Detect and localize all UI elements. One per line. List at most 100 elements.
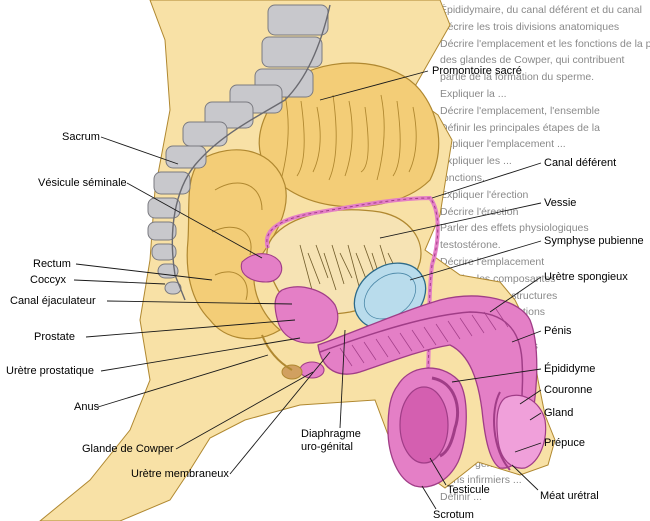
leader-line-couronne [519, 389, 542, 405]
intestine-fold [344, 100, 353, 177]
vertebra-segment [147, 197, 181, 219]
background-text-line: Décrire l'emplacement [440, 256, 545, 268]
background-text-line: fonctions. [440, 172, 485, 184]
intestine-fold [280, 94, 289, 181]
penis-texture [411, 329, 425, 349]
background-text-line: partie de la formation du sperme. [440, 71, 595, 84]
pubic-symphysis-inner [363, 272, 417, 320]
bladder-texture [347, 244, 361, 291]
vertebra-segment [261, 36, 323, 68]
penis-texture [459, 317, 473, 337]
penis-texture [351, 344, 365, 364]
leader-line-meat-uretral [511, 464, 539, 491]
background-text-line: Expliquer les ... [440, 155, 512, 168]
label-gland: Gland [544, 407, 573, 419]
label-uretre-prostatique: Urètre prostatique [6, 365, 94, 377]
intestine-fold [360, 106, 369, 173]
leader-line-sacrum [100, 136, 179, 165]
leader-line-symphyse-pubienne [409, 240, 542, 281]
vas-deferens-detail [266, 197, 439, 371]
anal-canal [261, 334, 293, 371]
background-text-line: Expliquer l'érection [440, 188, 529, 201]
penis-texture [375, 338, 389, 358]
label-epididyme: Épididyme [544, 362, 595, 375]
background-text-line: Décrire l'emplacement et les fonctions d… [440, 37, 650, 50]
penis-texture [399, 332, 413, 352]
epididymis [431, 376, 460, 458]
leader-line-coccyx [73, 279, 166, 285]
penis-texture [483, 311, 497, 331]
vertebra-segment [151, 243, 177, 261]
leader-line-prostate [85, 319, 296, 338]
background-text-line: Définir ... [440, 491, 483, 504]
label-uretre-membraneux: Urètre membraneux [131, 468, 229, 480]
leader-line-gland [529, 412, 542, 421]
vertebra-segment [165, 145, 207, 169]
label-penis: Pénis [544, 325, 572, 337]
leader-line-uretre-spongieux [489, 276, 542, 313]
label-vessie: Vessie [544, 197, 576, 209]
vertebra-segment [164, 281, 182, 295]
intestine-fold [296, 100, 305, 177]
label-testicule: Testicule [447, 484, 490, 496]
penis-texture [435, 323, 449, 343]
leader-line-testicule [429, 457, 447, 486]
label-couronne: Couronne [544, 384, 592, 396]
penis-texture [423, 326, 437, 346]
label-rectum: Rectum [33, 258, 71, 270]
leader-line-prepuce [514, 442, 542, 453]
bladder-texture [315, 244, 329, 279]
sacral-curve-outline [171, 4, 331, 301]
leader-line-penis [511, 330, 542, 343]
label-diaphragme: Diaphragme [301, 428, 361, 440]
glans [496, 394, 547, 469]
label-leader-lines [73, 70, 542, 510]
background-text-line: Décrire l'érection [440, 205, 519, 218]
leader-line-vessie [379, 202, 542, 239]
rectum-folds [211, 182, 263, 301]
vertebra-segment [267, 4, 329, 36]
background-text-line: Épididymaire, du canal déférent et du ca… [440, 4, 642, 16]
label-anus: Anus [74, 401, 100, 413]
label-canal-deferent: Canal déférent [544, 157, 616, 169]
testicle [399, 386, 449, 464]
intestine-fold [312, 106, 321, 173]
leader-line-diaphragme [339, 329, 346, 429]
background-text-line: Définir les principales étapes de la [440, 121, 600, 134]
label-glande-de-cowper: Glande de Cowper [82, 443, 174, 455]
vertebra-segment [147, 221, 177, 241]
leader-line-epididyme [451, 368, 542, 383]
background-text-line: Parler des effets physiologiques [440, 222, 589, 235]
leader-line-glande-de-cowper [175, 371, 314, 450]
prepuce-fold [493, 391, 511, 471]
background-text-line: soins infirmiers ... [440, 474, 522, 487]
bladder-texture [323, 252, 337, 291]
leader-line-uretre-membraneux [229, 351, 331, 475]
penis-texture [363, 341, 377, 361]
prostate-gland [274, 286, 339, 344]
label-promontoire-sacre: Promontoire sacré [432, 65, 522, 77]
label-prostate: Prostate [34, 331, 75, 343]
penis-texture [471, 314, 485, 334]
background-text-line: testostérone. [440, 239, 501, 252]
penis-texture [495, 308, 509, 328]
label-diaphragme-line2: uro-génital [301, 441, 353, 453]
leader-line-uretre-prostatique [100, 337, 301, 372]
intestine-fold [392, 100, 401, 177]
seminal-vesicle [240, 253, 283, 283]
leader-line-canal-ejaculateur [106, 300, 293, 305]
penis-texture [339, 347, 353, 367]
label-scrotum: Scrotum [433, 509, 474, 521]
background-text-line: Expliquer la ... [440, 88, 507, 100]
label-uretre-spongieux: Urètre spongieux [544, 271, 628, 283]
leader-line-promontoire-sacre [319, 70, 429, 101]
bladder-texture [307, 252, 321, 285]
background-text-line: Décrire l'emplacement, l'ensemble [440, 104, 600, 117]
label-meat-uretral: Méat urétral [540, 490, 599, 502]
label-prepuce: Prépuce [544, 437, 585, 449]
bladder-texture [331, 244, 345, 285]
bladder-texture [299, 244, 313, 291]
label-vesicule-seminale: Vésicule séminale [38, 177, 127, 189]
intestine-fold [328, 94, 337, 181]
